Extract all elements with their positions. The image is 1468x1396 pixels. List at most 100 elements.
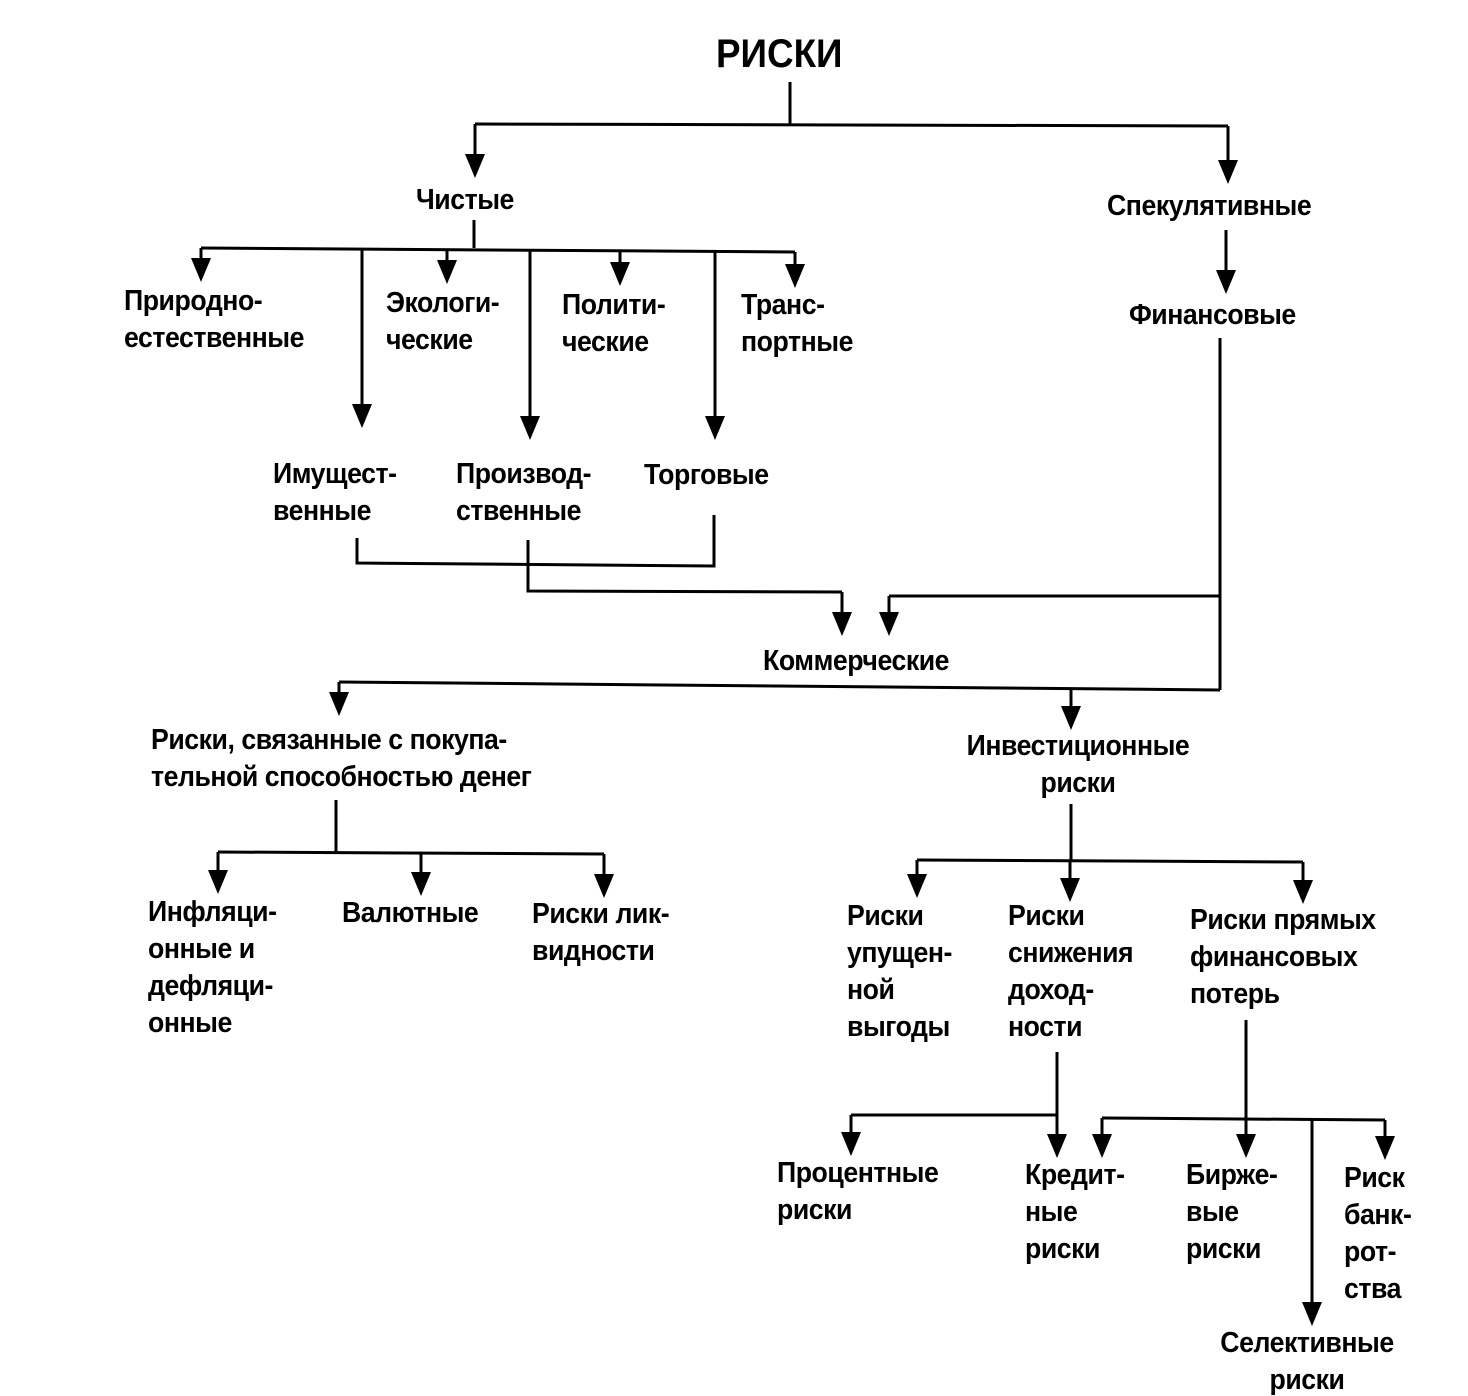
node-label-line: риски (1269, 1364, 1345, 1396)
node-label-line: ческие (562, 326, 649, 358)
node-label-line: Торговые (644, 459, 769, 491)
arrowhead-icon (191, 258, 211, 282)
node-ecological: Экологи-ческие (386, 285, 500, 359)
node-direct-loss: Риски прямых финансовых потерь (1190, 902, 1376, 1013)
arrowhead-icon (1293, 880, 1313, 904)
node-label-line: снижения (1008, 937, 1134, 969)
node-label-line: Риски прямых (1190, 904, 1376, 936)
node-label-line: банк- (1344, 1199, 1412, 1231)
node-label-line: Селективные (1220, 1327, 1394, 1359)
node-production: Производ-ственные (456, 456, 592, 530)
node-label-line: Риски (1008, 900, 1085, 932)
arrowhead-icon (465, 154, 485, 178)
node-label-line: Кредит- (1025, 1159, 1125, 1191)
node-label-line: естественные (124, 322, 305, 354)
node-natural: Природно-естественные (124, 283, 304, 357)
arrowhead-icon (437, 260, 457, 284)
node-label-line: вые (1186, 1196, 1239, 1228)
arrowhead-icon (352, 404, 372, 428)
node-commercial: Коммерческие (763, 643, 950, 680)
node-label-line: ности (1008, 1011, 1083, 1043)
arrowhead-icon (785, 264, 805, 288)
node-investment: Инвестиционные риски (953, 728, 1203, 802)
node-purchasing-power: Риски, связанные с покупа-тельной способ… (151, 722, 532, 796)
arrowhead-icon (1375, 1136, 1395, 1160)
connector-investment-bar (916, 858, 1304, 864)
node-label-line: Коммерческие (763, 645, 950, 677)
arrowhead-icon (879, 612, 899, 636)
node-speculative: Спекулятивные (1107, 188, 1312, 225)
arrowhead-icon (1218, 160, 1238, 184)
connector-lower-bar (338, 680, 1221, 692)
node-financial: Финансовые (1129, 297, 1296, 334)
arrowhead-icon (907, 874, 927, 898)
node-trade: Торговые (644, 457, 769, 494)
connector-pure-bar (200, 246, 796, 254)
node-label-line: финансовых (1190, 941, 1358, 973)
arrowhead-icon (1047, 1134, 1067, 1158)
arrowhead-icon (1092, 1134, 1112, 1158)
node-label-line: дефляци- (148, 970, 273, 1002)
connector-purchasing-bar (217, 850, 605, 856)
node-label-line: Риски, связанные с покупа- (151, 724, 507, 756)
arrowhead-icon (1302, 1302, 1322, 1326)
arrowhead-icon (1060, 878, 1080, 902)
node-label-line: доход- (1008, 974, 1094, 1006)
node-label-line: Риск (1344, 1162, 1405, 1194)
node-label-line: выгоды (847, 1011, 950, 1043)
arrowhead-icon (208, 870, 228, 894)
node-label-line: риски (1186, 1233, 1261, 1265)
node-pure: Чистые (416, 182, 514, 219)
node-selective: Селективные риски (1210, 1325, 1403, 1396)
connector-production-bar (526, 540, 843, 594)
node-transport: Транс-портные (741, 287, 853, 361)
connector-property-trade-bracket (355, 515, 716, 568)
node-root: РИСКИ (716, 32, 842, 76)
arrowhead-icon (705, 416, 725, 440)
node-label-line: онные (148, 1007, 232, 1039)
node-label-line: риски (1040, 767, 1116, 799)
connector-root-bar (474, 122, 1229, 128)
node-label-line: риски (1025, 1233, 1100, 1265)
node-label-line: ственные (456, 495, 581, 527)
node-label-line: Инвестиционные (966, 730, 1190, 762)
node-label-line: Биржe- (1186, 1159, 1278, 1191)
node-label-line: ческие (386, 324, 473, 356)
arrowhead-icon (411, 872, 431, 896)
node-label-line: Чистые (416, 184, 514, 216)
arrowhead-icon (610, 262, 630, 286)
node-label-line: онные и (148, 933, 255, 965)
node-property: Имущест-венные (273, 456, 397, 530)
node-label-line: риски (777, 1194, 852, 1226)
node-currency: Валютные (342, 895, 479, 932)
node-label-line: рот- (1344, 1236, 1397, 1268)
arrowhead-icon (832, 612, 852, 636)
node-label-line: Инфляци- (148, 896, 277, 928)
node-bankruptcy: Риск банк-рот-ства (1344, 1160, 1412, 1308)
node-label-line: Транс- (741, 289, 825, 321)
node-label-line: Полити- (562, 289, 666, 321)
node-label-line: РИСКИ (716, 32, 843, 76)
node-label-line: Риски (847, 900, 924, 932)
node-label-line: потерь (1190, 978, 1280, 1010)
node-label-line: ной (847, 974, 895, 1006)
node-liquidity: Риски лик-видности (532, 896, 670, 970)
arrowhead-icon (594, 874, 614, 898)
node-yield-decline: Риски снижения доход-ности (1008, 898, 1134, 1046)
node-label-line: ства (1344, 1273, 1401, 1305)
arrowhead-icon (841, 1132, 861, 1156)
arrowhead-icon (520, 416, 540, 440)
arrowhead-icon (1216, 270, 1236, 294)
node-label-line: венные (273, 495, 371, 527)
node-political: Полити-ческие (562, 287, 666, 361)
node-label-line: Спекулятивные (1107, 190, 1312, 222)
node-label-line: портные (741, 326, 853, 358)
node-label-line: тельной способностью денег (151, 761, 532, 793)
arrowhead-icon (1061, 706, 1081, 730)
node-exchange: Биржe-вые риски (1186, 1157, 1278, 1268)
